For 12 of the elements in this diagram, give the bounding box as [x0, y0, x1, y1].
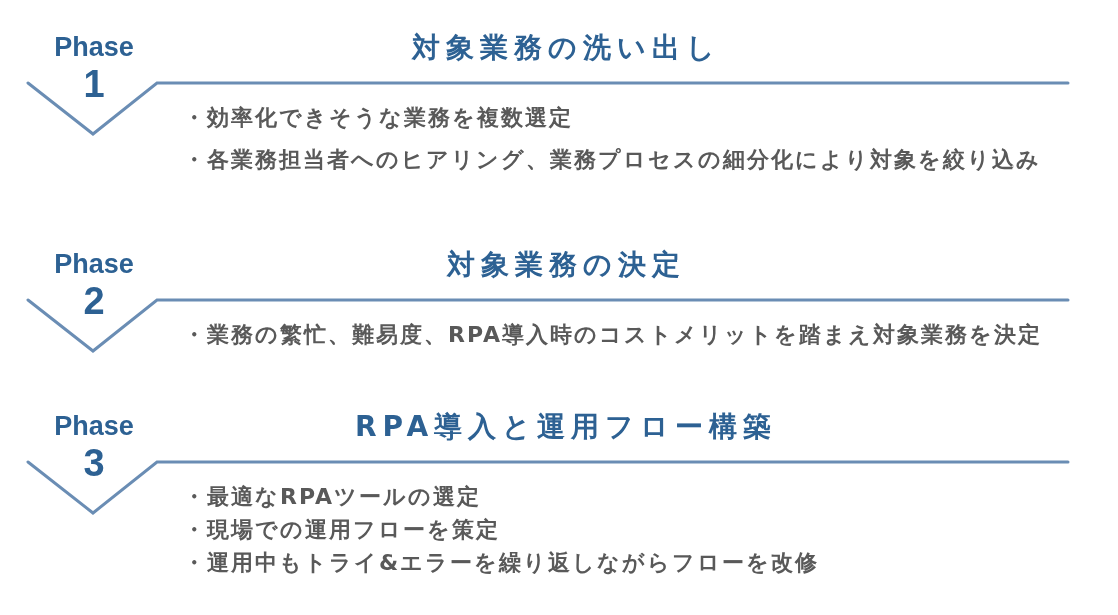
section-heading: RPA導入と運用フロー構築	[353, 409, 779, 445]
bullet-item: ・最適なRPAツールの選定	[183, 483, 482, 511]
phase-label: Phase 3	[53, 410, 135, 482]
phase-label: Phase 1	[53, 31, 135, 103]
section-heading: 対象業務の決定	[445, 247, 687, 283]
section-heading: 対象業務の洗い出し	[410, 30, 722, 66]
bullet-item: ・効率化できそうな業務を複数選定	[183, 104, 573, 132]
bullet-item: ・現場での運用フローを策定	[183, 516, 500, 544]
bullet-item: ・運用中もトライ&エラーを繰り返しながらフローを改修	[183, 549, 820, 577]
phase-label: Phase 2	[53, 248, 135, 320]
bullet-item: ・各業務担当者へのヒアリング、業務プロセスの細分化により対象を絞り込み	[183, 146, 1041, 174]
bullet-item: ・業務の繁忙、難易度、RPA導入時のコストメリットを踏まえ対象業務を決定	[183, 321, 1043, 349]
